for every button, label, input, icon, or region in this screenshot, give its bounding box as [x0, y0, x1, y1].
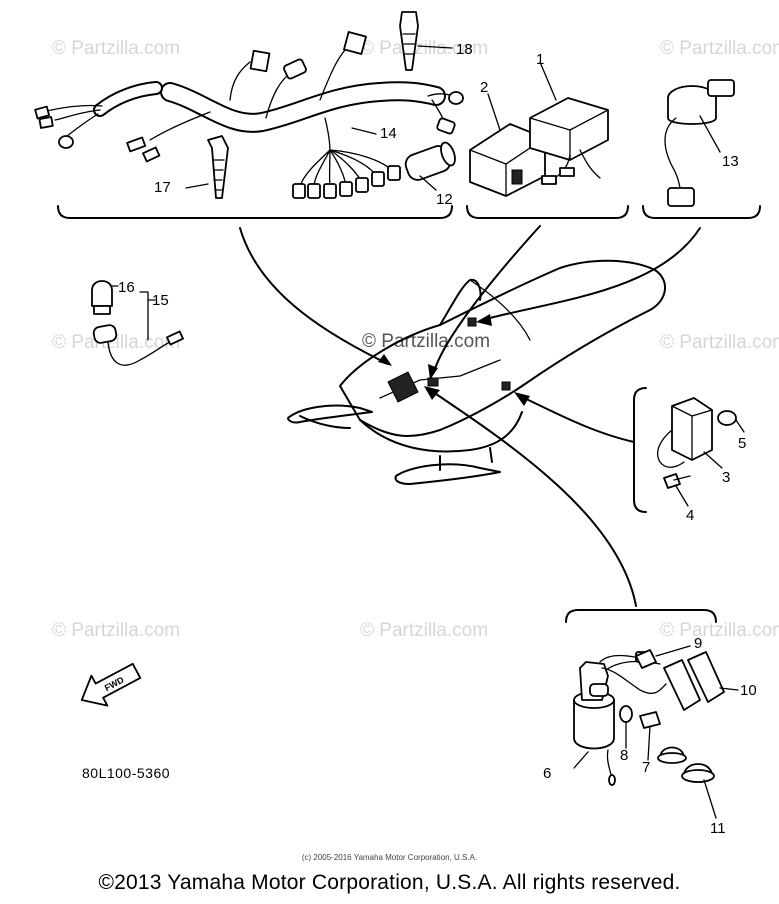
callout-1: 1: [536, 51, 544, 68]
wire-harness: [34, 31, 464, 199]
watermark-center: © Partzilla.com: [362, 331, 490, 352]
callout-5: 5: [738, 435, 746, 452]
callout-15: 15: [152, 292, 169, 309]
part-code: 80L100-5360: [82, 765, 170, 781]
callout-13: 13: [722, 153, 739, 170]
part-1-cdi-unit: [529, 61, 609, 185]
front-direction-arrow: FWD: [80, 662, 142, 707]
callout-3: 3: [722, 469, 730, 486]
bottom-group-bracket: [565, 609, 717, 623]
watermark: © Partzilla.com: [52, 38, 180, 59]
watermark: © Partzilla.com: [660, 38, 779, 59]
callout-7: 7: [642, 759, 650, 776]
part-13-main-switch: [664, 79, 735, 207]
part-10-plug-caps: [605, 651, 739, 711]
part-7-screw: [639, 711, 661, 761]
part-3-4-5-group: [633, 387, 745, 513]
snowmobile-illustration: [287, 259, 666, 485]
cable-tie-18: [399, 11, 453, 71]
watermark: © Partzilla.com: [660, 620, 779, 641]
callout-2: 2: [480, 79, 488, 96]
copyright-notice: ©2013 Yamaha Motor Corporation, U.S.A. A…: [98, 871, 681, 894]
callout-14: 14: [380, 125, 397, 142]
callout-8: 8: [620, 747, 628, 764]
part-11-grommets: [657, 746, 717, 819]
callout-11: 11: [710, 820, 726, 837]
callout-17: 17: [154, 179, 171, 196]
part-9-clip: [635, 645, 691, 669]
cable-tie-17: [207, 135, 229, 199]
watermark: © Partzilla.com: [52, 620, 180, 641]
callout-numbers: 1 2 3 4 5 6 7 8 9 10 11 12 13 14 15 16 1…: [118, 41, 757, 837]
part-15-16-pilot-lamp: [91, 280, 184, 366]
connector-cap-12: [404, 141, 456, 181]
callout-12: 12: [436, 191, 453, 208]
top-group-bracket: [57, 205, 761, 219]
watermark: © Partzilla.com: [360, 38, 488, 59]
leader-lines: [239, 225, 701, 607]
small-copyright: (c) 2005-2016 Yamaha Motor Corporation, …: [301, 853, 478, 862]
callout-9: 9: [694, 635, 702, 652]
part-6-ignition-coil: [573, 651, 667, 786]
callout-4: 4: [686, 507, 694, 524]
watermark: © Partzilla.com: [660, 332, 779, 353]
callout-6: 6: [543, 765, 551, 782]
callout-16: 16: [118, 279, 135, 296]
part-8-bolt: [619, 705, 633, 749]
callout-18: 18: [456, 41, 473, 58]
callout-10: 10: [740, 682, 757, 699]
watermark: © Partzilla.com: [360, 620, 488, 641]
watermarks: © Partzilla.com © Partzilla.com © Partzi…: [52, 38, 779, 641]
